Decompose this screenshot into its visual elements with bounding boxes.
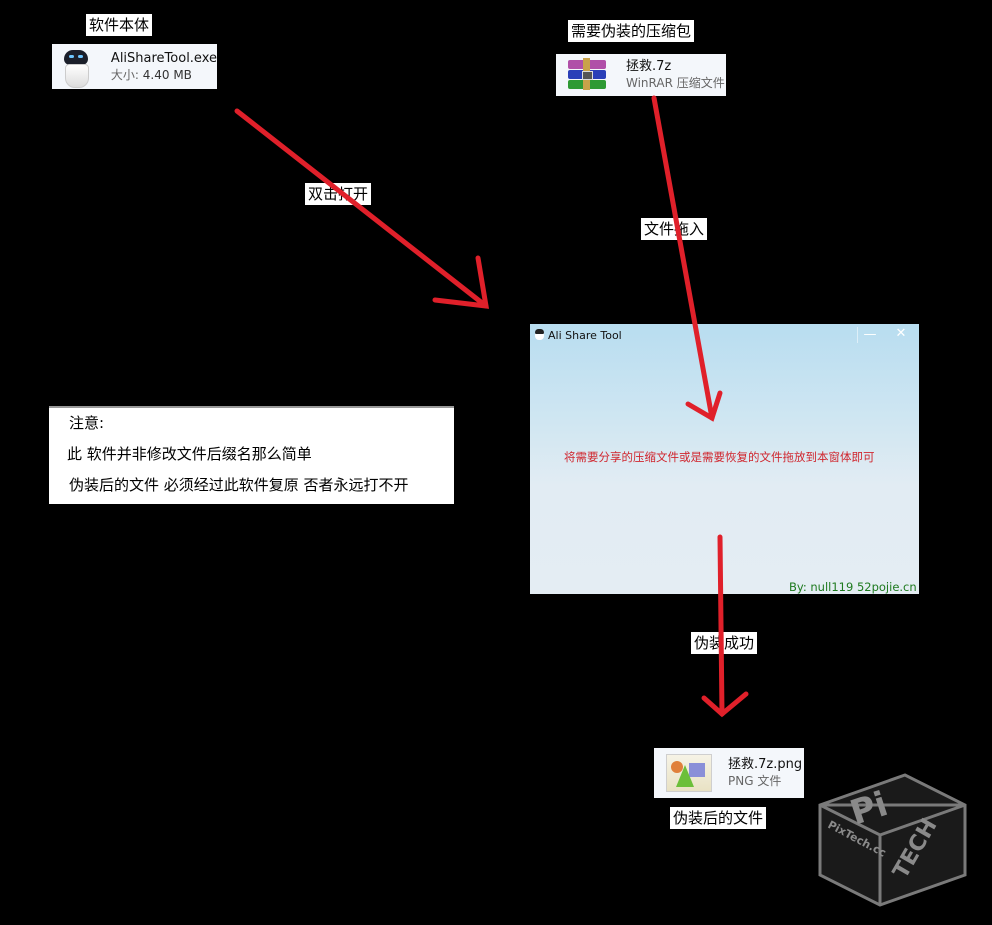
drag-in-label: 文件拖入 bbox=[641, 218, 708, 240]
watermark-logo-icon: Pi TECH PixTech.cc bbox=[818, 773, 967, 907]
archive-label: 需要伪装的压缩包 bbox=[568, 20, 695, 42]
app-icon bbox=[535, 329, 544, 340]
size-value: 4.40 MB bbox=[142, 67, 192, 82]
result-file-type: PNG 文件 bbox=[728, 774, 782, 788]
archive-file-name: 拯救.7z bbox=[626, 59, 672, 74]
note-line-2: 伪装后的文件 必须经过此软件复原 否者永远打不开 bbox=[69, 476, 409, 494]
winrar-archive-icon bbox=[566, 54, 608, 96]
result-label: 伪装后的文件 bbox=[670, 807, 767, 829]
robot-app-icon bbox=[56, 44, 93, 89]
ali-share-tool-window[interactable]: Ali Share Tool — ✕ 将需要分享的压缩文件或是需要恢复的文件拖放… bbox=[530, 324, 919, 594]
close-button[interactable]: ✕ bbox=[895, 326, 907, 341]
png-image-icon bbox=[666, 754, 712, 792]
size-label: 大小: bbox=[110, 67, 139, 82]
software-file-name: AliShareTool.exe bbox=[110, 50, 217, 66]
software-file-size: 大小: 4.40 MB bbox=[111, 67, 217, 84]
double-click-label: 双击打开 bbox=[305, 183, 372, 205]
software-file-item[interactable]: AliShareTool.exe 大小: 4.40 MB bbox=[52, 44, 217, 89]
arrow-open-line bbox=[234, 108, 489, 309]
pixtech-watermark: Pi TECH PixTech.cc bbox=[815, 755, 975, 920]
window-title: Ali Share Tool bbox=[548, 329, 622, 342]
author-credit: By: null119 52pojie.cn bbox=[789, 580, 917, 594]
title-bar[interactable]: Ali Share Tool — ✕ bbox=[530, 324, 919, 346]
arrow-open-head bbox=[432, 255, 490, 309]
result-file-item[interactable]: 拯救.7z.png PNG 文件 bbox=[654, 748, 804, 798]
minimize-button[interactable]: — bbox=[857, 327, 882, 343]
note-box: 注意: 此 软件并非修改文件后缀名那么简单 伪装后的文件 必须经过此软件复原 否… bbox=[49, 406, 454, 504]
drop-instruction: 将需要分享的压缩文件或是需要恢复的文件拖放到本窗体即可 bbox=[564, 450, 875, 464]
note-line-1: 此 软件并非修改文件后缀名那么简单 bbox=[67, 445, 312, 463]
result-file-name: 拯救.7z.png bbox=[728, 757, 803, 772]
archive-file-type: WinRAR 压缩文件 bbox=[626, 76, 725, 90]
software-label: 软件本体 bbox=[86, 14, 153, 36]
note-title: 注意: bbox=[69, 414, 105, 432]
arrow-success-head bbox=[701, 691, 749, 718]
archive-file-item[interactable]: 拯救.7z WinRAR 压缩文件 bbox=[556, 54, 726, 96]
success-label: 伪装成功 bbox=[691, 632, 758, 654]
